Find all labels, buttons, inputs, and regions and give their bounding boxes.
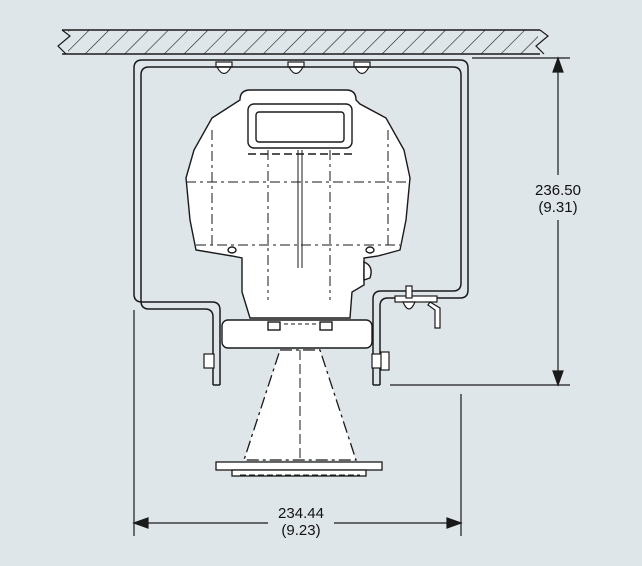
horn-antenna — [215, 349, 383, 477]
side-fastener — [394, 285, 441, 329]
ceiling-hatch — [57, 29, 549, 55]
height-dimension — [390, 56, 570, 387]
width-dimension — [132, 310, 463, 536]
radar-level-transmitter — [185, 89, 411, 319]
flange — [221, 319, 373, 349]
bracket-nuts — [203, 351, 390, 371]
ceiling-bolts — [215, 61, 371, 75]
height-imperial: (9.31) — [538, 199, 577, 216]
width-metric: 234.44 — [278, 505, 324, 522]
width-imperial: (9.23) — [281, 522, 320, 539]
width-label-bg — [268, 504, 334, 542]
height-metric: 236.50 — [535, 182, 581, 199]
